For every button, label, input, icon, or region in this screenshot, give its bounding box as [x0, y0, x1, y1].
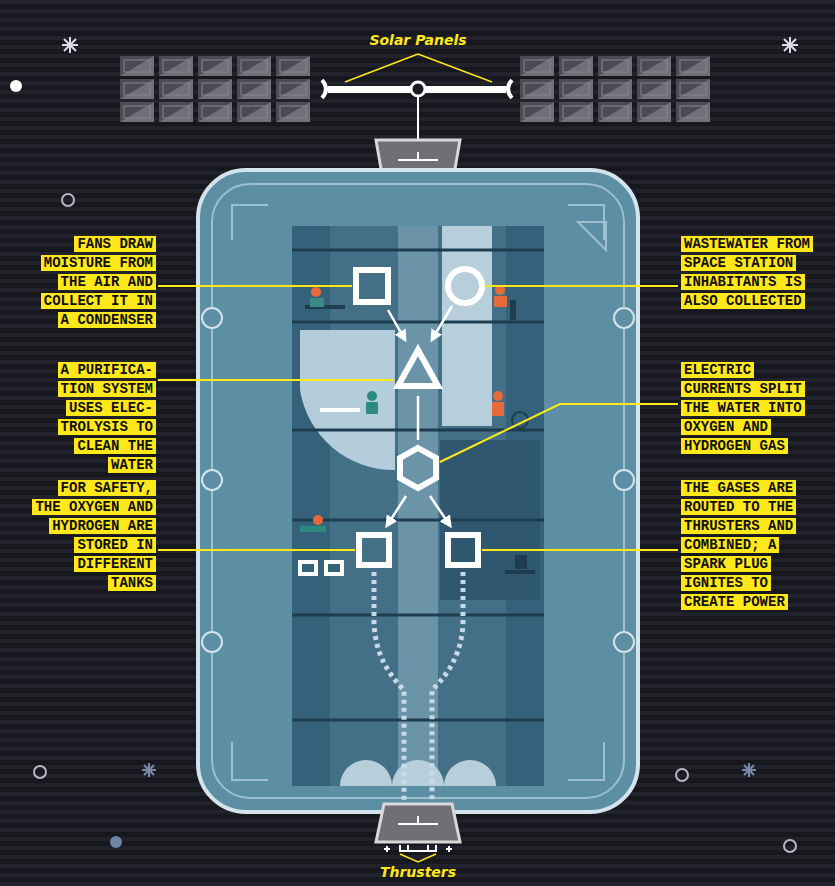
- thruster-nozzles: [384, 845, 452, 852]
- callout-box: THE GASES ARE ROUTED TO THE THRUSTERS AN…: [681, 478, 811, 613]
- callout-box: ELECTRIC CURRENTS SPLIT THE WATER INTO O…: [681, 360, 811, 457]
- crew-and-desks: [298, 285, 535, 576]
- callout-box: WASTEWATER FROM SPACE STATION INHABITANT…: [681, 234, 811, 312]
- oxygen-tank-icon: [359, 535, 389, 565]
- callout-leaders: [158, 286, 678, 550]
- flow-arrows: [388, 306, 452, 524]
- solar-panels: [120, 56, 710, 122]
- callout-box: A PURIFICA- TION SYSTEM USES ELEC- TROLY…: [28, 360, 156, 476]
- callout-box: FANS DRAW MOISTURE FROM THE AIR AND COLL…: [28, 234, 156, 331]
- star-dot: [110, 836, 122, 848]
- callout-text: A PURIFICA- TION SYSTEM USES ELEC- TROLY…: [58, 362, 156, 473]
- boom-joint: [411, 82, 425, 96]
- station-hull: [198, 170, 638, 812]
- panel-clamp: [322, 80, 512, 98]
- electrolysis-icon: [400, 448, 436, 488]
- callout-text: WASTEWATER FROM SPACE STATION INHABITANT…: [681, 236, 813, 309]
- label-leader: [345, 54, 492, 82]
- callout-text: FOR SAFETY, THE OXYGEN AND HYDROGEN ARE …: [32, 480, 156, 591]
- tank-hall: [300, 330, 395, 470]
- condenser-icon: [356, 270, 388, 302]
- thruster-housing: [376, 804, 460, 842]
- callout-box: FOR SAFETY, THE OXYGEN AND HYDROGEN ARE …: [28, 478, 156, 594]
- floors: [292, 250, 544, 720]
- fuel-lines: [374, 572, 463, 800]
- purifier-icon: [398, 350, 438, 386]
- hull-inner-line: [212, 184, 624, 798]
- callout-text: FANS DRAW MOISTURE FROM THE AIR AND COLL…: [41, 236, 156, 328]
- process-icons: [356, 269, 482, 565]
- label-leader: [400, 854, 436, 862]
- callout-text: ELECTRIC CURRENTS SPLIT THE WATER INTO O…: [681, 362, 805, 454]
- mast: [417, 97, 419, 142]
- callout-text: THE GASES ARE ROUTED TO THE THRUSTERS AN…: [681, 480, 796, 610]
- bottom-tanks: [340, 760, 496, 786]
- star-dot: [10, 80, 22, 92]
- thruster-label: Thrusters: [380, 864, 456, 880]
- interior-core: [292, 226, 544, 786]
- wastewater-icon: [448, 269, 482, 303]
- panel-label: Solar Panels: [369, 32, 466, 48]
- hydrogen-tank-icon: [448, 535, 478, 565]
